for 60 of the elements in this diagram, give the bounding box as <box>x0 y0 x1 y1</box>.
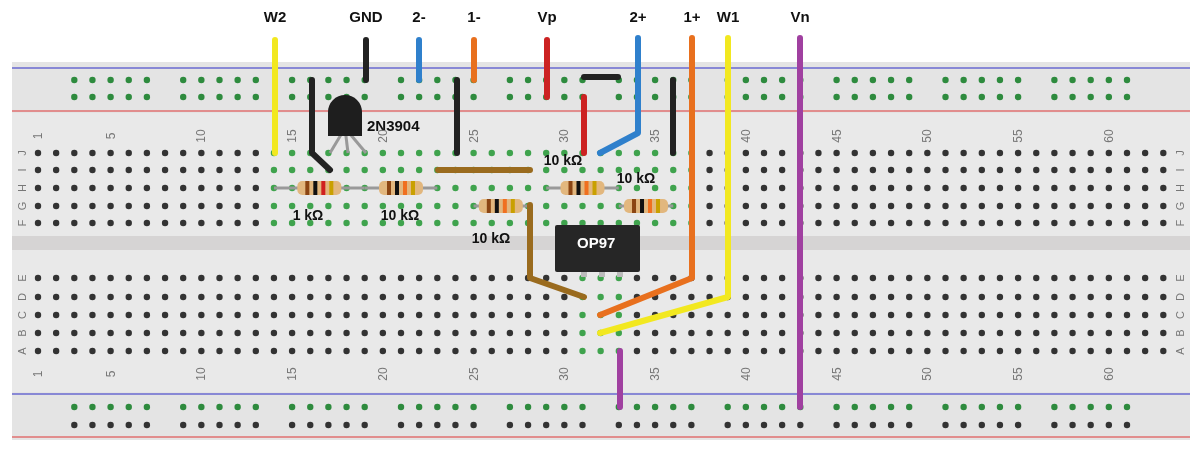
wire-label: W2 <box>263 8 287 25</box>
wire-label: 1+ <box>683 8 701 25</box>
column-number: 45 <box>829 129 844 143</box>
row-letter: B <box>1174 329 1186 337</box>
column-number: 45 <box>829 367 844 381</box>
column-number: 30 <box>557 367 572 381</box>
column-number: 15 <box>285 129 300 143</box>
column-number: 10 <box>194 367 209 381</box>
column-number: 5 <box>103 370 118 378</box>
wire-label: W1 <box>716 8 740 25</box>
op-amp-chip: OP97 <box>555 225 640 272</box>
row-letter: I <box>16 168 28 172</box>
column-number: 40 <box>738 129 753 143</box>
row-letter: H <box>16 184 28 192</box>
row-letter: H <box>1174 184 1186 192</box>
column-number: 25 <box>466 129 481 143</box>
row-letter: F <box>16 219 28 227</box>
wire-label: Vp <box>537 8 557 25</box>
row-letter: B <box>16 329 28 337</box>
resistor-value-label: 10 kΩ <box>471 230 511 246</box>
wire-label: 2- <box>412 8 426 25</box>
column-number: 1 <box>31 132 45 140</box>
resistor-value-label: 10 kΩ <box>616 170 656 186</box>
row-letter: D <box>1174 293 1186 301</box>
row-letter: G <box>1174 201 1186 211</box>
row-letter: G <box>16 201 28 211</box>
column-number: 55 <box>1011 367 1026 381</box>
resistor-value-label: 10 kΩ <box>380 207 420 223</box>
wire-label: 1- <box>467 8 481 25</box>
column-number: 1 <box>31 370 45 378</box>
row-letter: A <box>16 347 28 355</box>
column-number: 10 <box>194 129 209 143</box>
column-number: 40 <box>738 367 753 381</box>
row-letter: I <box>1174 168 1186 172</box>
column-number: 5 <box>103 132 118 140</box>
column-number: 20 <box>375 367 390 381</box>
row-letter: C <box>1174 311 1186 319</box>
resistor-value-label: 1 kΩ <box>292 207 324 223</box>
column-number: 30 <box>557 129 572 143</box>
row-letter: D <box>16 293 28 301</box>
wire-label: GND <box>349 8 383 25</box>
column-number: 50 <box>920 129 935 143</box>
row-letter: A <box>1174 347 1186 355</box>
column-number: 15 <box>285 367 300 381</box>
column-number: 35 <box>648 367 663 381</box>
row-letter: J <box>16 150 28 156</box>
row-letter: E <box>1174 274 1186 282</box>
row-letter: J <box>1174 150 1186 156</box>
column-number: 50 <box>920 367 935 381</box>
resistor-value-label: 10 kΩ <box>543 152 583 168</box>
wire-label: Vn <box>790 8 810 25</box>
column-number: 60 <box>1101 129 1116 143</box>
column-number: 60 <box>1101 367 1116 381</box>
row-letter: F <box>1174 219 1186 227</box>
row-letter: C <box>16 311 28 319</box>
wire-label: 2+ <box>629 8 647 25</box>
row-letter: E <box>16 274 28 282</box>
column-number: 55 <box>1011 129 1026 143</box>
column-number: 35 <box>648 129 663 143</box>
column-number: 25 <box>466 367 481 381</box>
